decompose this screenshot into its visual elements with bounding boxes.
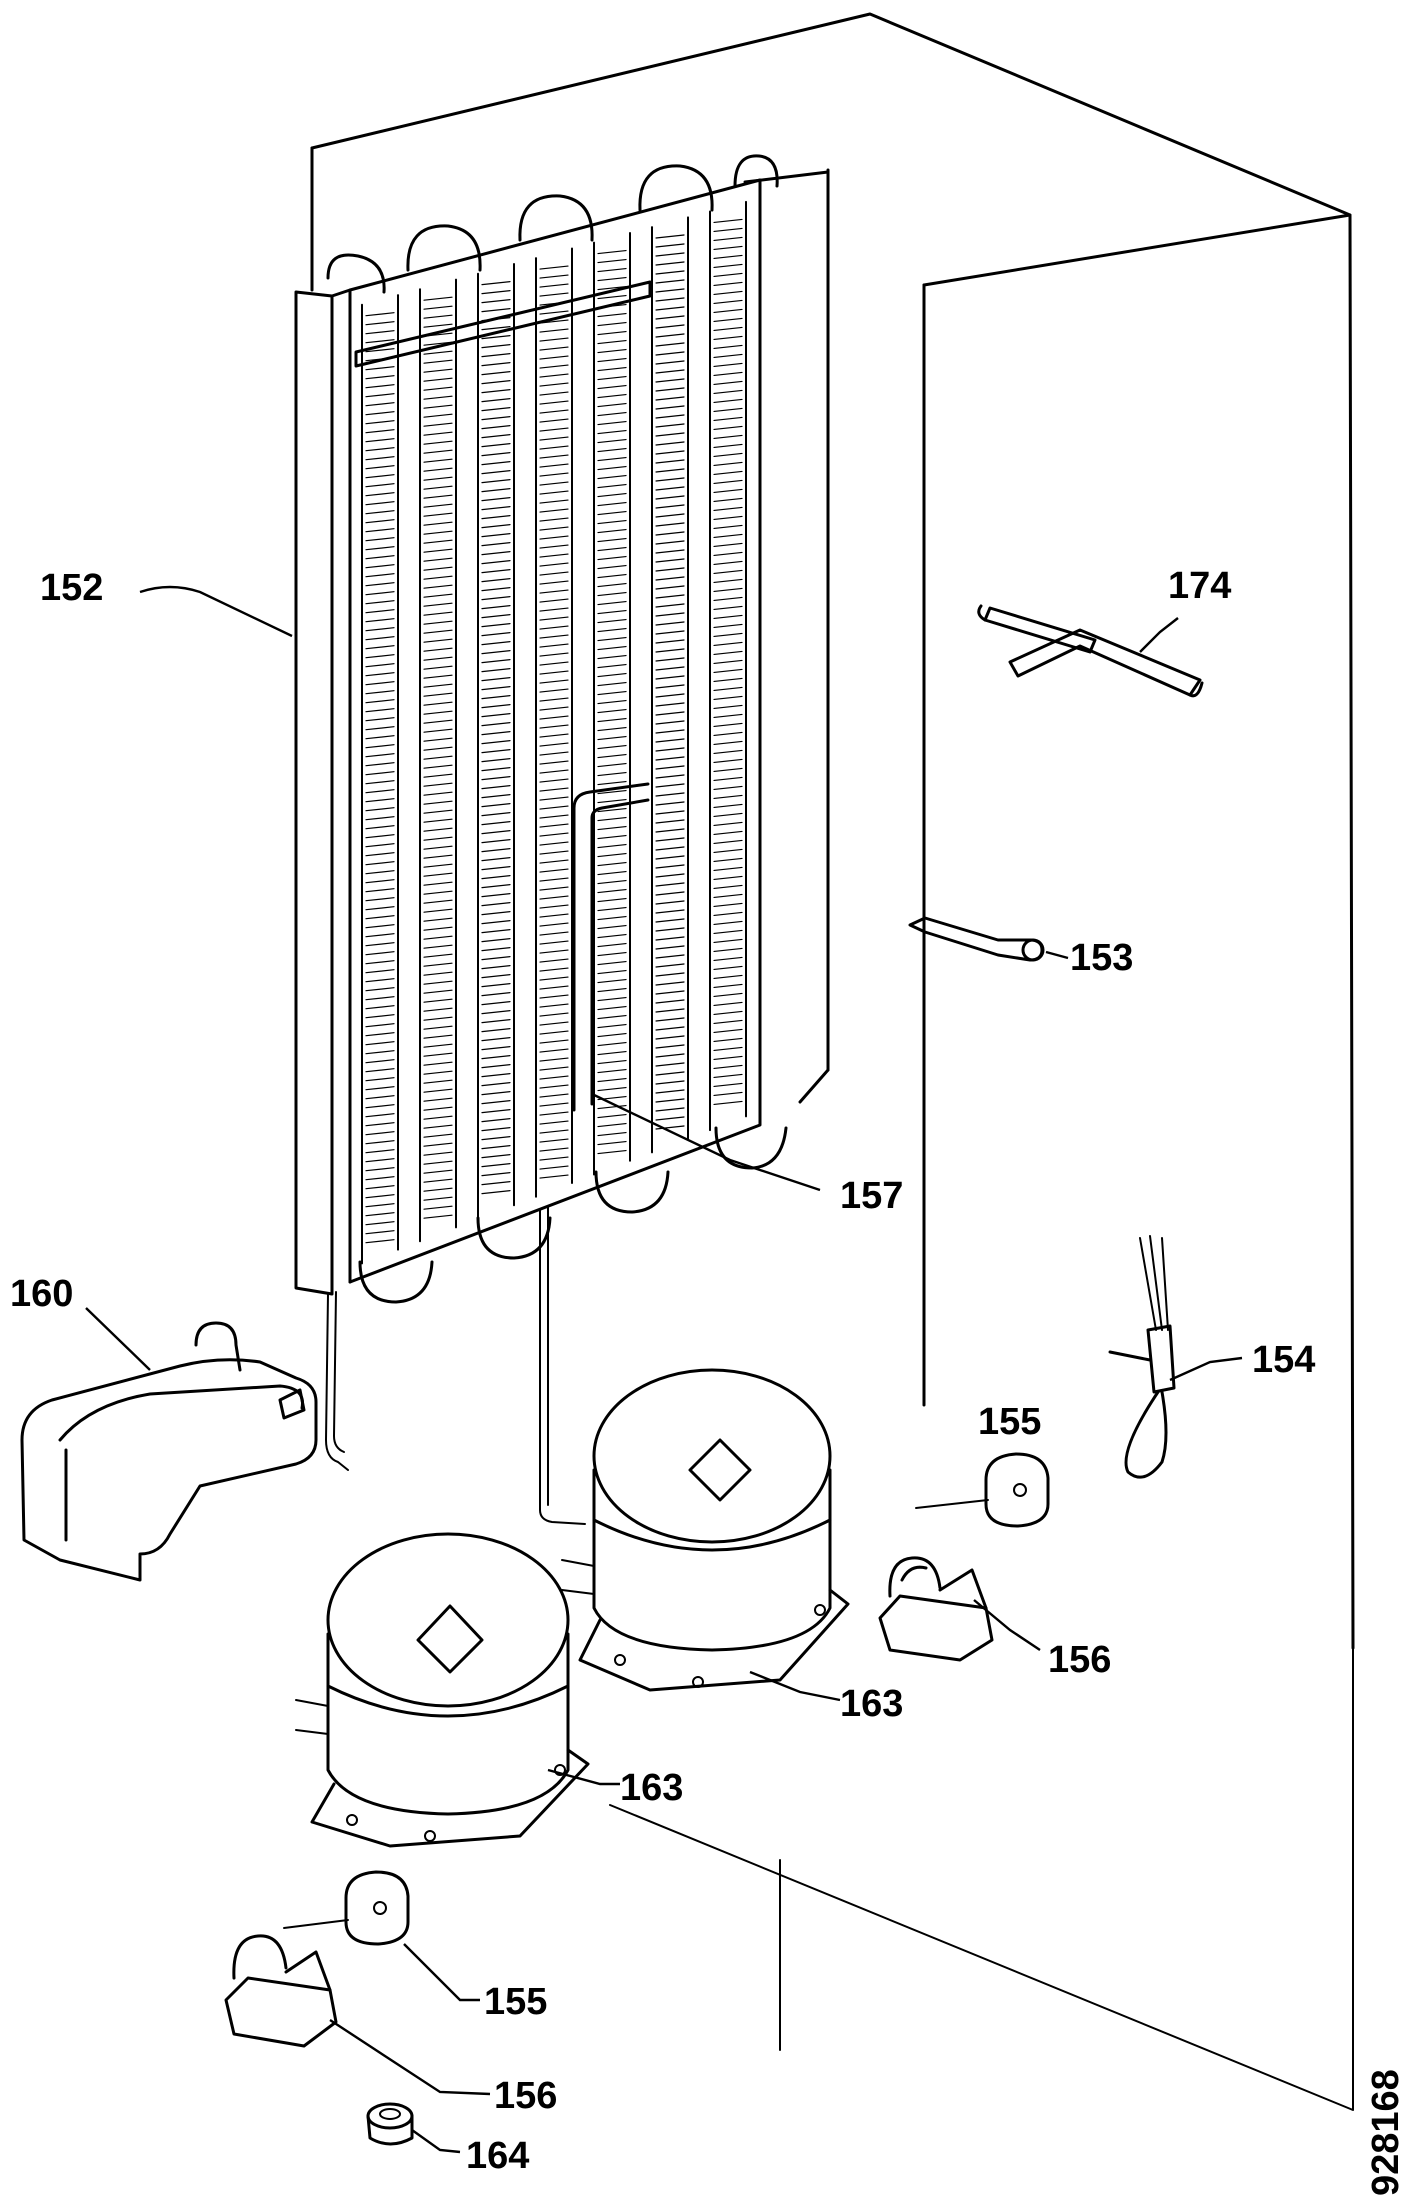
label-156-bottom: 156 bbox=[494, 2075, 557, 2117]
relay-bottom-part bbox=[283, 1870, 410, 1946]
part-labels: 152 174 153 157 160 154 155 156 163 163 … bbox=[10, 565, 1407, 2196]
label-160: 160 bbox=[10, 1273, 73, 1315]
clamp-right-part bbox=[878, 1556, 994, 1662]
tray-part bbox=[20, 1321, 318, 1582]
label-156-right: 156 bbox=[1048, 1639, 1111, 1681]
label-154: 154 bbox=[1252, 1339, 1315, 1381]
document-number: 928168 bbox=[1365, 2069, 1407, 2196]
relay-right-part bbox=[915, 1452, 1050, 1528]
pipe-part bbox=[977, 604, 1204, 698]
label-157: 157 bbox=[840, 1175, 903, 1217]
label-155-right: 155 bbox=[978, 1401, 1041, 1443]
label-163-right: 163 bbox=[840, 1683, 903, 1725]
clamp-bottom-part bbox=[224, 1934, 338, 2048]
sensor-part bbox=[908, 916, 1045, 962]
filter-part bbox=[1108, 1235, 1176, 1479]
leader-lines bbox=[85, 585, 1243, 2154]
compressor-left-part bbox=[295, 1532, 590, 1848]
label-152: 152 bbox=[40, 567, 103, 609]
label-163-left: 163 bbox=[620, 1767, 683, 1809]
label-164: 164 bbox=[466, 2135, 529, 2177]
grommet-part bbox=[366, 2102, 414, 2146]
label-153: 153 bbox=[1070, 937, 1133, 979]
label-155-bottom: 155 bbox=[484, 1981, 547, 2023]
condenser-part bbox=[294, 154, 830, 1525]
cabinet-outline bbox=[310, 12, 1355, 2111]
compressor-right-part bbox=[561, 1368, 850, 1692]
label-174: 174 bbox=[1168, 565, 1231, 607]
